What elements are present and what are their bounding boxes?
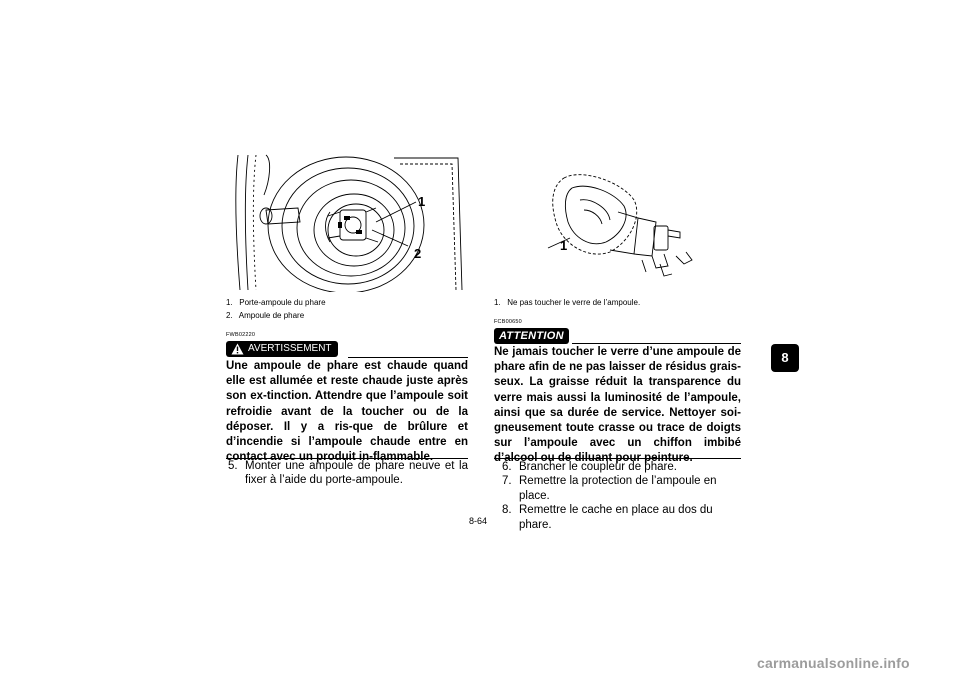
caption-item: 1. Porte-ampoule du phare	[226, 298, 326, 307]
warning-top-rule	[348, 357, 468, 358]
footer-watermark: carmanualsonline.info	[757, 655, 910, 671]
steps-left: 5.Monter une ampoule de phare neuve et l…	[228, 459, 468, 488]
step-item: 7.Remettre la protection de l’ampoule en…	[502, 475, 717, 502]
warning-triangle-icon	[231, 343, 244, 355]
attention-badge: ATTENTION	[494, 328, 569, 344]
attention-text: Ne jamais toucher le verre d’une ampoule…	[494, 346, 741, 465]
left-figure-captions: 1. Porte-ampoule du phare 2. Ampoule de …	[226, 297, 326, 321]
steps-right: 6.Brancher le coupleur de phare. 7.Remet…	[502, 460, 742, 532]
warning-badge: AVERTISSEMENT	[226, 341, 338, 357]
bulb-figure: 1	[492, 160, 742, 292]
right-figure-captions: 1. Ne pas toucher le verre de l’ampoule.	[494, 297, 640, 308]
warning-code: FWB02220	[226, 332, 256, 338]
caption-item: 1. Ne pas toucher le verre de l’ampoule.	[494, 298, 641, 307]
step-item: 8.Remettre le cache en place au dos du p…	[502, 504, 713, 531]
page-number: 8-64	[469, 516, 488, 526]
callout-1: 1	[418, 194, 426, 209]
headlight-figure: 1 2	[226, 150, 468, 294]
step-item: 6.Brancher le coupleur de phare.	[502, 461, 677, 473]
bulb-callout-1: 1	[560, 238, 568, 253]
step-item: 5.Monter une ampoule de phare neuve et l…	[228, 460, 468, 487]
chapter-tab: 8	[771, 344, 799, 372]
headlight-illustration	[235, 154, 463, 294]
warning-text: Une ampoule de phare est chaude quand el…	[226, 360, 468, 464]
bulb-illustration	[547, 174, 693, 277]
attention-top-rule	[572, 343, 741, 344]
attention-bottom-rule	[494, 458, 741, 459]
warning-bottom-rule	[226, 458, 468, 459]
callout-2: 2	[414, 246, 422, 261]
caption-item: 2. Ampoule de phare	[226, 311, 305, 320]
attention-code: FCB00650	[494, 319, 522, 325]
warning-label: AVERTISSEMENT	[248, 343, 332, 354]
